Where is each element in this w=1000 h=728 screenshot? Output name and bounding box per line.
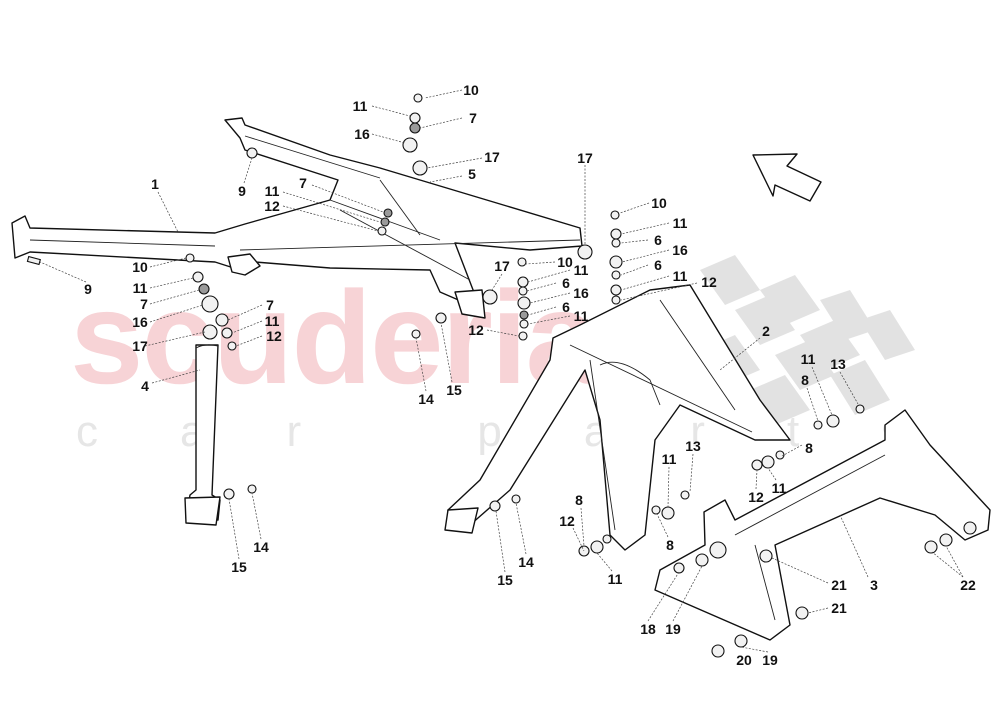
callout-part-10[interactable]: 10 — [463, 82, 479, 98]
callout-part-6[interactable]: 6 — [562, 299, 570, 315]
callout-part-11[interactable]: 11 — [607, 571, 623, 587]
callout-part-11[interactable]: 11 — [573, 262, 589, 278]
callout-part-21[interactable]: 21 — [831, 577, 847, 593]
callout-part-10[interactable]: 10 — [557, 254, 573, 270]
callout-part-11[interactable]: 11 — [771, 480, 787, 496]
callout-part-9[interactable]: 9 — [238, 183, 246, 199]
callout-part-7[interactable]: 7 — [299, 175, 307, 191]
callout-part-15[interactable]: 15 — [446, 382, 462, 398]
callout-part-8[interactable]: 8 — [666, 537, 674, 553]
callout-part-11[interactable]: 11 — [264, 313, 280, 329]
callout-part-12[interactable]: 12 — [701, 274, 717, 290]
callout-part-12[interactable]: 12 — [748, 489, 764, 505]
callout-part-13[interactable]: 13 — [830, 356, 846, 372]
callout-part-13[interactable]: 13 — [685, 438, 701, 454]
callout-part-2[interactable]: 2 — [762, 323, 770, 339]
callout-part-17[interactable]: 17 — [577, 150, 593, 166]
callout-part-16[interactable]: 16 — [573, 285, 589, 301]
callout-part-11[interactable]: 11 — [800, 351, 816, 367]
callout-part-16[interactable]: 16 — [132, 314, 148, 330]
callout-part-7[interactable]: 7 — [140, 296, 148, 312]
callout-part-7[interactable]: 7 — [266, 297, 274, 313]
callout-part-1[interactable]: 1 — [151, 176, 159, 192]
callout-part-19[interactable]: 19 — [665, 621, 681, 637]
callout-part-11[interactable]: 11 — [672, 268, 688, 284]
callout-part-14[interactable]: 14 — [253, 539, 269, 555]
foot-plate-right — [444, 507, 479, 534]
callout-part-3[interactable]: 3 — [870, 577, 878, 593]
callout-part-12[interactable]: 12 — [559, 513, 575, 529]
callout-part-17[interactable]: 17 — [494, 258, 510, 274]
callout-part-16[interactable]: 16 — [354, 126, 370, 142]
callout-part-14[interactable]: 14 — [418, 391, 434, 407]
callout-part-22[interactable]: 22 — [960, 577, 976, 593]
part-2-a-frame — [447, 284, 791, 551]
callout-part-10[interactable]: 10 — [651, 195, 667, 211]
leader-lines — [39, 89, 964, 653]
callout-part-11[interactable]: 11 — [661, 451, 677, 467]
hardware-fasteners — [26, 93, 953, 658]
callout-part-8[interactable]: 8 — [575, 492, 583, 508]
callout-part-4[interactable]: 4 — [141, 378, 149, 394]
callout-part-17[interactable]: 17 — [484, 149, 500, 165]
callout-part-11[interactable]: 11 — [132, 280, 148, 296]
callout-part-20[interactable]: 20 — [736, 652, 752, 668]
checker-pattern — [700, 255, 915, 425]
arrow-up-left-icon — [752, 153, 822, 202]
callout-part-6[interactable]: 6 — [654, 257, 662, 273]
callout-part-11[interactable]: 11 — [352, 98, 368, 114]
callout-part-9[interactable]: 9 — [84, 281, 92, 297]
callout-part-17[interactable]: 17 — [132, 338, 148, 354]
callout-part-21[interactable]: 21 — [831, 600, 847, 616]
callout-part-5[interactable]: 5 — [468, 166, 476, 182]
callout-part-8[interactable]: 8 — [801, 372, 809, 388]
callout-part-12[interactable]: 12 — [266, 328, 282, 344]
callout-part-12[interactable]: 12 — [264, 198, 280, 214]
callout-part-18[interactable]: 18 — [640, 621, 656, 637]
callout-part-16[interactable]: 16 — [672, 242, 688, 258]
callout-part-11[interactable]: 11 — [672, 215, 688, 231]
callout-part-11[interactable]: 11 — [264, 183, 280, 199]
callout-part-11[interactable]: 11 — [573, 308, 589, 324]
callout-part-19[interactable]: 19 — [762, 652, 778, 668]
part-3-rear-cross-member — [654, 409, 991, 641]
callout-part-8[interactable]: 8 — [805, 440, 813, 456]
callout-part-14[interactable]: 14 — [518, 554, 534, 570]
callout-part-6[interactable]: 6 — [654, 232, 662, 248]
watermark-scuderia: scuderia — [70, 264, 599, 411]
callout-part-7[interactable]: 7 — [469, 110, 477, 126]
callout-part-12[interactable]: 12 — [468, 322, 484, 338]
callout-part-6[interactable]: 6 — [562, 275, 570, 291]
foot-plate-left — [184, 496, 221, 526]
callout-part-10[interactable]: 10 — [132, 259, 148, 275]
callout-part-15[interactable]: 15 — [497, 572, 513, 588]
callout-part-15[interactable]: 15 — [231, 559, 247, 575]
part-4-leg-post — [185, 344, 221, 521]
part-1-cross-frame — [11, 117, 583, 319]
